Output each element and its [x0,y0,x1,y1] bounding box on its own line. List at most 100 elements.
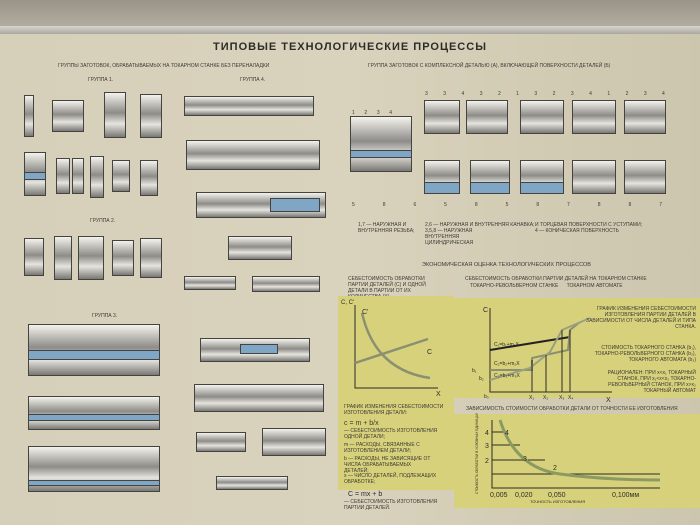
num: 7 [659,202,662,208]
legend-1: 1,7 — НАРУЖНАЯ И ВНУТРЕННЯЯ РЕЗЬБА; [358,222,415,234]
chart2-panel [454,298,700,398]
note-2: — СЕБЕСТОИМОСТЬ ИЗГОТОВЛЕНИЯ ОДНОЙ ДЕТАЛ… [344,428,438,440]
group-4-label: ГРУППА 4. [240,77,266,83]
complex-numbers: 1 2 3 4 [352,110,392,116]
top-num: 4 [662,91,665,97]
note-4: b — РАСХОДЫ, НЕ ЗАВИСЯЩИЕ ОТ ЧИСЛА ОБРАБ… [344,456,431,474]
x-tick-0005: 0,005 [490,492,508,499]
y-label: C [483,307,488,314]
chart3-title: ЗАВИСИМОСТЬ СТОИМОСТИ ОБРАБОТКИ ДЕТАЛИ О… [466,406,678,412]
point-label-4: 4 [505,430,509,437]
y-label: СТОИМОСТЬ ОБРАБОТКИ В УСЛОВНЫХ ЕДИНИЦАХ [475,412,479,494]
note-1: ГРАФИК ИЗМЕНЕНИЯ СЕБЕСТОИМОСТИ ИЗГОТОВЛЕ… [344,404,444,416]
num: 8 [474,202,478,208]
num: 4 [389,110,392,116]
label-b1: b₁ [472,368,477,374]
group-2-label: ГРУППА 2. [90,218,116,224]
top-num: 2 [552,91,556,97]
y-tick-4: 4 [485,430,489,437]
x-label: ТОЧНОСТЬ ИЗГОТОВЛЕНИЯ [530,499,585,504]
top-num: 4 [589,91,592,97]
x-tick-0050: 0,050 [548,492,566,499]
num: 6 [413,202,417,208]
note-5: x — ЧИСЛО ДЕТАЛЕЙ, ПОДЛЕЖАЩИХ ОБРАБОТКЕ; [344,473,437,485]
chart3-axes [491,420,660,489]
chart2-caption-a: СЕБЕСТОИМОСТЬ ОБРАБОТКИ ПАРТИИ ДЕТАЛЕЙ Н… [465,276,647,282]
top-num: 3 [479,91,483,97]
top-num: 3 [643,91,647,97]
cost-curve [498,419,661,482]
top-num: 3 [534,91,538,97]
chart2-caption-b: ТОКАРНО-РЕВОЛЬВЕРНОМ СТАНКЕ ТОКАРНОМ АВТ… [470,283,623,289]
x4-tick: X₄ [568,395,573,401]
num: 8 [382,202,386,208]
num: 5 [444,202,447,208]
top-num: 1 [607,91,611,97]
group-1-label: ГРУППА 1. [88,77,114,83]
poster-title: ТИПОВЫЕ ТЕХНОЛОГИЧЕСКИЕ ПРОЦЕССЫ [213,41,487,53]
chart1-axes [354,305,438,389]
top-num: 2 [497,91,501,97]
series-c-prime [360,312,431,380]
poster-frame [0,26,700,34]
x-tick-0100: 0,100мм [612,492,639,499]
x-label: X [436,391,441,398]
num: 2 [364,110,368,116]
label-c-prime: C' [362,309,368,316]
label-b2: b₂ [479,376,484,382]
top-num: 1 [516,91,519,97]
y-tick-3: 3 [485,443,489,450]
chart1-panel [338,296,454,490]
note-6: — СЕБЕСТОИМОСТЬ ИЗГОТОВЛЕНИЯ ПАРТИИ ДЕТА… [344,499,438,511]
num: 1 [352,110,355,116]
formula-1: c = m + b/x [344,420,379,427]
x-tick-0020: 0,020 [515,492,533,499]
label-b3: b₃ [484,394,489,400]
chart3-panel [454,414,700,508]
top-num: 3 [425,91,428,97]
x-label: X [606,397,611,404]
legend-3: 3,5,8 — НАРУЖНАЯ ВНУТРЕННЯЯ ЦИЛИНДРИЧЕСК… [425,228,474,246]
num: 8 [536,202,540,208]
num: 8 [628,202,632,208]
gridlines [492,431,660,475]
chart2-note-a: ГРАФИК ИЗМЕНЕНИЯ СЕБЕСТОИМОСТИ ИЗГОТОВЛЕ… [586,306,696,330]
econ-heading: ЭКОНОМИЧЕСКАЯ ОЦЕНКА ТЕХНОЛОГИЧЕСКИХ ПРО… [422,262,591,268]
label-c1: C₁=b₁+m₁X [494,342,519,348]
x-guides [531,330,571,392]
y-label: C, C' [341,300,354,306]
num: 7 [567,202,570,208]
legend-2: 2,6 — НАРУЖНАЯ И ВНУТРЕННЯЯ КАНАВКА; [425,222,535,228]
label-c: C [427,349,432,356]
chart2-note-c: РАЦИОНАЛЕН: ПРИ x<x₁ ТОКАРНЫЙ СТАНОК, ПР… [607,370,696,394]
chart2-axes [489,308,612,393]
num: 5 [505,202,509,208]
series-c [354,337,429,365]
label-c3: C₃=b₃+m₃X [494,373,521,379]
top-num: 4 [461,91,465,97]
formula-2: C = mx + b [348,491,383,498]
x3-tick: X₃ [559,395,564,401]
point-label-3: 3 [523,456,527,463]
x1-tick: X₁ [529,395,534,401]
y-tick-2: 2 [485,458,489,465]
legend-4: И ТОРЦЕВАЯ ПОВЕРХНОСТИ С УСТУПАМИ; [535,222,643,228]
num: 8 [597,202,601,208]
right-heading: ГРУППА ЗАГОТОВОК С КОМПЛЕКСНОЙ ДЕТАЛЬЮ (… [368,63,611,69]
left-heading: ГРУППЫ ЗАГОТОВОК, ОБРАБАТЫВАЕМЫХ НА ТОКА… [58,63,270,69]
top-num: 3 [443,91,447,97]
series-c3 [489,317,591,381]
group-3-label: ГРУППА 3. [92,313,118,319]
point-label-2: 2 [553,465,557,472]
num: 3 [376,110,380,116]
top-num: 2 [625,91,629,97]
legend-5: 4 — КОНИЧЕСКАЯ ПОВЕРХНОСТЬ [535,228,619,234]
num: 5 [352,202,355,208]
note-3: m — РАСХОДЫ, СВЯЗАННЫЕ С ИЗГОТОВЛЕНИЕМ Д… [344,442,420,454]
x2-tick: X₂ [543,395,548,401]
bottom-numbers: 5 8 6 5 8 5 8 7 8 8 7 [352,202,662,208]
